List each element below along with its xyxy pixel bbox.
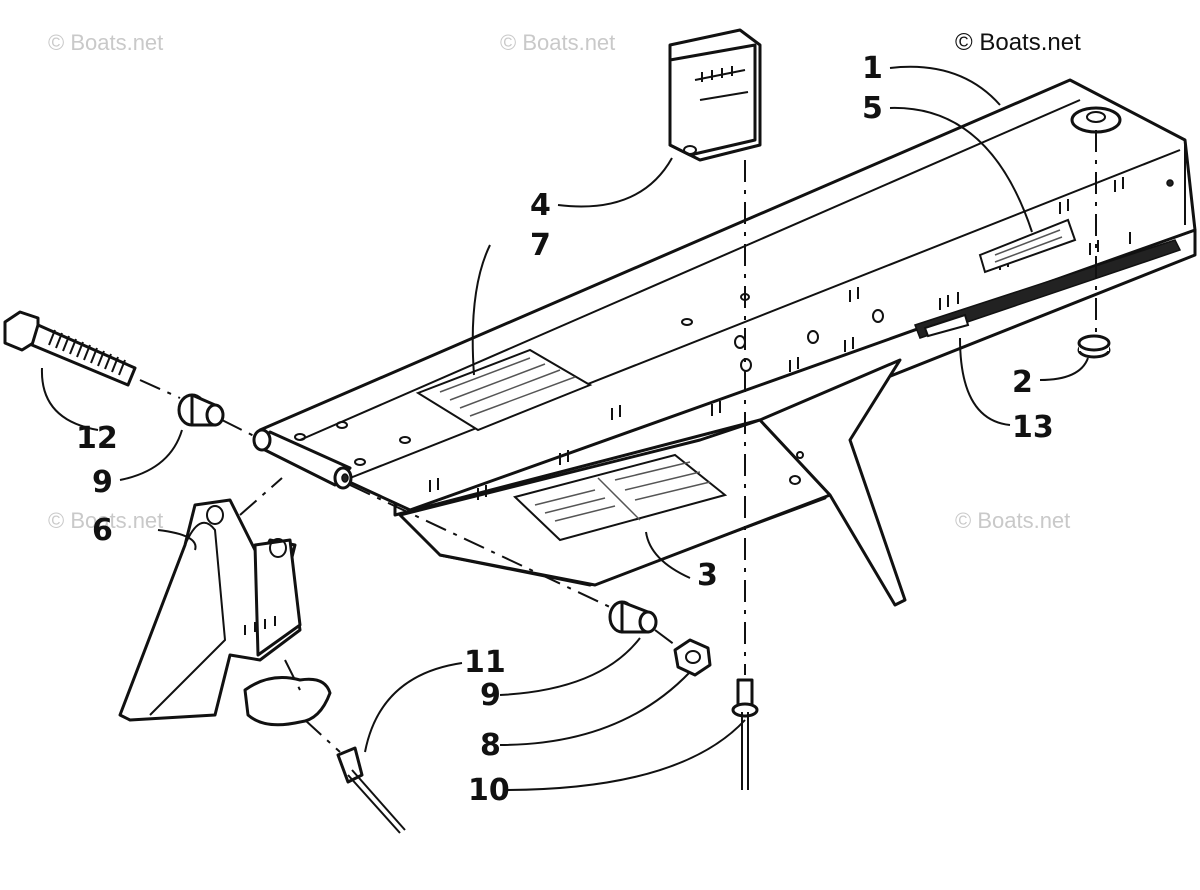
callout-labels: 1 2 3 4 5 6 7 8 9 9 10 11 12 13 bbox=[76, 51, 1054, 808]
callout-7: 7 bbox=[530, 228, 551, 263]
nut-part bbox=[673, 638, 712, 677]
callout-2: 2 bbox=[1012, 365, 1033, 400]
assembly-centerlines bbox=[139, 130, 1097, 753]
watermark-mid-right: © Boats.net bbox=[955, 508, 1070, 533]
hinge-ticks bbox=[429, 177, 1131, 500]
callout-4: 4 bbox=[530, 188, 551, 223]
watermark-main: © Boats.net bbox=[955, 29, 1081, 56]
clip-part bbox=[668, 28, 762, 162]
callout-1: 1 bbox=[862, 51, 883, 86]
logo-stripe-decal bbox=[914, 239, 1182, 339]
callout-5: 5 bbox=[862, 91, 883, 126]
spacer-left bbox=[177, 393, 225, 427]
warning-decal bbox=[415, 348, 593, 432]
rivet-left bbox=[336, 746, 406, 834]
callout-10: 10 bbox=[468, 773, 510, 808]
watermark-top-center: © Boats.net bbox=[500, 30, 615, 55]
callout-11: 11 bbox=[464, 645, 506, 680]
pad-part bbox=[243, 676, 332, 727]
info-decal bbox=[978, 218, 1077, 274]
callout-12: 12 bbox=[76, 421, 118, 456]
bolt-part bbox=[3, 310, 137, 387]
leader-lines bbox=[40, 65, 1089, 791]
rivet-bottom bbox=[731, 678, 759, 790]
bracket-part bbox=[118, 498, 302, 722]
callout-6: 6 bbox=[92, 513, 113, 548]
callout-3: 3 bbox=[697, 558, 718, 593]
caution-decal bbox=[513, 453, 728, 542]
spacer-right bbox=[608, 600, 658, 634]
deck-holes bbox=[294, 293, 884, 485]
callout-8: 8 bbox=[480, 728, 501, 763]
callout-9-right: 9 bbox=[480, 678, 501, 713]
pivot-tube bbox=[252, 428, 353, 490]
watermark-mid-left: © Boats.net bbox=[48, 508, 163, 533]
watermark-top-left: © Boats.net bbox=[48, 30, 163, 55]
callout-13: 13 bbox=[1012, 410, 1054, 445]
callout-9-left: 9 bbox=[92, 465, 113, 500]
